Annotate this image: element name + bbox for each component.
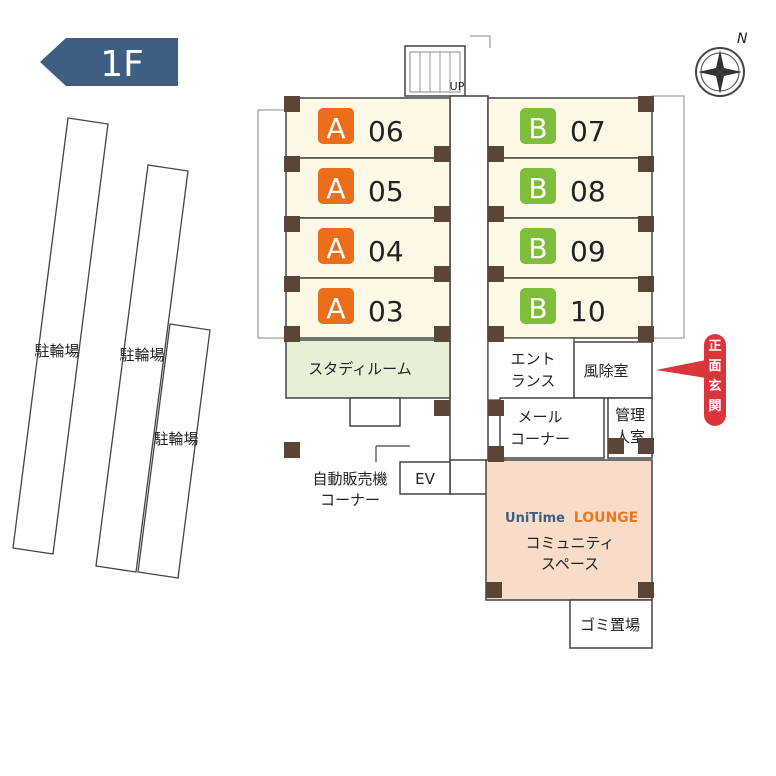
structural-column: [638, 96, 654, 112]
unit-a-04[interactable]: A 04: [285, 217, 451, 279]
unit-letter: A: [326, 112, 345, 145]
unit-badge: [318, 228, 354, 264]
unit-letter: B: [528, 112, 547, 145]
entrance-hall-label-1: エント: [510, 350, 555, 368]
lounge-brand: UniTime: [505, 511, 565, 526]
structural-column: [434, 326, 450, 342]
stairwell: UP: [404, 35, 491, 97]
structural-column: [608, 438, 624, 454]
structural-column: [284, 156, 300, 172]
study-room-label: スタディルーム: [308, 360, 412, 378]
parking-label-1: 駐輪場: [34, 342, 79, 360]
unit-badge: [318, 288, 354, 324]
balcony-b: [651, 95, 685, 339]
unit-number: 04: [368, 235, 404, 268]
unit-b-07[interactable]: B 07: [487, 97, 653, 159]
unit-number: 06: [368, 115, 404, 148]
structural-column: [638, 276, 654, 292]
structural-column: [488, 146, 504, 162]
stair-up-label: UP: [450, 80, 465, 93]
structural-column: [488, 326, 504, 342]
unit-letter: B: [528, 172, 547, 205]
unit-a-03[interactable]: A 03: [285, 277, 451, 339]
vending-label-1: 自動販売機: [312, 470, 387, 488]
structural-column: [488, 206, 504, 222]
vending-label-2: コーナー: [320, 491, 380, 509]
structural-column: [638, 156, 654, 172]
unit-b-09[interactable]: B 09: [487, 217, 653, 279]
elevator-label: EV: [415, 470, 435, 488]
windbreak-label: 風除室: [583, 362, 628, 380]
structural-column: [284, 442, 300, 458]
structural-column: [434, 206, 450, 222]
unit-badge: [520, 228, 556, 264]
floor-label: 1F: [100, 44, 144, 85]
unit-letter: A: [326, 232, 345, 265]
entrance-hall[interactable]: エント ランス: [487, 337, 575, 401]
garbage-area: ゴミ置場: [569, 599, 653, 649]
entrance-label: 正面玄関: [708, 339, 721, 414]
unit-letter: A: [326, 172, 345, 205]
structural-column: [488, 446, 504, 462]
unit-a-05[interactable]: A 05: [285, 157, 451, 219]
structural-column: [284, 96, 300, 112]
mail-label-2: コーナー: [510, 430, 570, 448]
structural-column: [638, 216, 654, 232]
unit-badge: [520, 168, 556, 204]
vending-corner: 自動販売機 コーナー: [312, 397, 410, 509]
main-entrance-marker: 正面玄関: [656, 334, 726, 426]
structural-column: [284, 216, 300, 232]
unit-number: 05: [368, 175, 404, 208]
unit-badge: [520, 288, 556, 324]
structural-column: [488, 400, 504, 416]
structural-column: [284, 276, 300, 292]
structural-column: [638, 582, 654, 598]
unit-number: 07: [570, 115, 606, 148]
lounge-title-1: コミュニティ: [525, 534, 614, 552]
unit-a-06[interactable]: A 06: [285, 97, 451, 159]
balcony-a: [257, 109, 287, 339]
unit-number: 08: [570, 175, 606, 208]
unit-letter: B: [528, 292, 547, 325]
parking-label-2: 駐輪場: [119, 346, 164, 364]
community-lounge[interactable]: UniTime LOUNGE コミュニティ スペース: [485, 459, 653, 601]
unit-number: 10: [570, 295, 606, 328]
unit-badge: [318, 108, 354, 144]
structural-column: [488, 266, 504, 282]
structural-column: [434, 146, 450, 162]
mail-corner[interactable]: メール コーナー: [499, 397, 605, 459]
floor-indicator: 1F: [40, 38, 178, 86]
mail-label-1: メール: [517, 408, 562, 426]
garbage-label: ゴミ置場: [580, 616, 640, 634]
structural-column: [638, 326, 654, 342]
parking-label-3: 駐輪場: [153, 430, 198, 448]
unit-b-08[interactable]: B 08: [487, 157, 653, 219]
north-label: N: [737, 31, 748, 47]
unit-b-10[interactable]: B 10: [487, 277, 653, 339]
unit-badge: [318, 168, 354, 204]
windbreak-room[interactable]: 風除室: [573, 341, 653, 399]
unit-badge: [520, 108, 556, 144]
unit-number: 03: [368, 295, 404, 328]
structural-column: [434, 400, 450, 416]
study-room[interactable]: スタディルーム: [285, 339, 451, 399]
structural-column: [638, 438, 654, 454]
unit-letter: B: [528, 232, 547, 265]
lounge-brand-suffix: LOUNGE: [574, 510, 638, 526]
structural-column: [486, 582, 502, 598]
structural-column: [284, 326, 300, 342]
structural-column: [434, 266, 450, 282]
entrance-hall-label-2: ランス: [511, 372, 556, 390]
manager-label-1: 管理: [615, 406, 645, 424]
elevator[interactable]: EV: [399, 461, 451, 495]
corridor: [449, 95, 489, 493]
lounge-title-2: スペース: [541, 555, 599, 573]
unit-letter: A: [326, 292, 345, 325]
unit-number: 09: [570, 235, 606, 268]
compass-icon: N: [695, 31, 748, 97]
bicycle-parking: 駐輪場 駐輪場 駐輪場: [12, 117, 211, 579]
